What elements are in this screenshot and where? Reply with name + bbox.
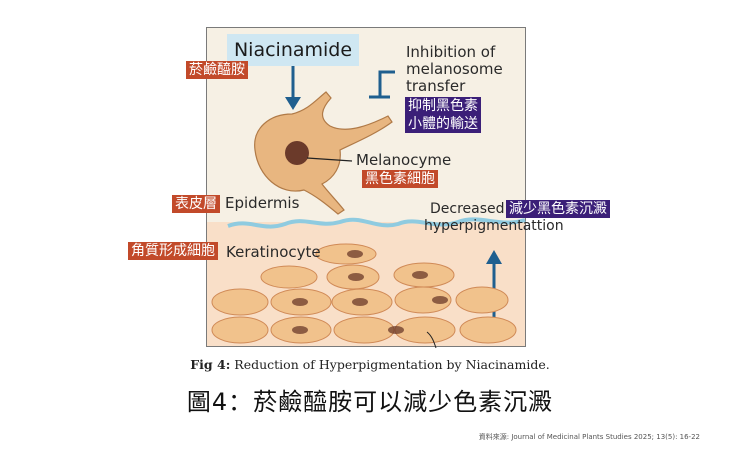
- inhibition-zh-label: 抑制黑色素 小體的輸送: [405, 97, 481, 133]
- melanocyte-nucleus: [285, 141, 309, 165]
- source-note: 資料來源: Journal of Medicinal Plants Studie…: [478, 433, 700, 441]
- inhibition-icon: [369, 70, 395, 99]
- niacinamide-box: Niacinamide: [227, 34, 359, 66]
- epidermis-line: [227, 217, 526, 229]
- melanocyte-zh-label: 黑色素細胞: [362, 170, 438, 188]
- keratinocyte-label: Keratinocyte: [226, 243, 321, 261]
- niacinamide-zh-label: 菸鹼醯胺: [186, 61, 248, 79]
- keratinocyte-zh-label: 角質形成細胞: [128, 242, 218, 260]
- keratinocyte-nucleus: [347, 250, 363, 258]
- keratinocyte-cell: [211, 288, 269, 316]
- keratinocyte-cell: [333, 316, 395, 344]
- figure-caption: Fig 4: Reduction of Hyperpigmentation by…: [0, 357, 740, 372]
- inhibition-line-1: Inhibition of: [406, 43, 496, 61]
- caption-text: Reduction of Hyperpigmentation by Niacin…: [230, 357, 550, 372]
- keratinocyte-nucleus: [412, 271, 428, 279]
- inhibition-zh-line-2: 小體的輸送: [408, 116, 478, 132]
- inhibition-label: Inhibition of melanosome transfer: [406, 44, 503, 95]
- keratinocyte-cell: [315, 243, 377, 265]
- melanocyte-pointer: [306, 157, 353, 162]
- keratinocyte-cell: [211, 316, 269, 344]
- caption-label: Fig 4:: [190, 357, 231, 372]
- decreased-line-1: Decreased: [430, 201, 505, 217]
- melanocyte-label: Melanocyme: [356, 151, 452, 169]
- keratinocyte-nucleus: [292, 326, 308, 334]
- keratinocyte-nucleus: [292, 298, 308, 306]
- epidermis-zh-label: 表皮層: [172, 195, 220, 213]
- melanocyte-cell: [254, 91, 393, 215]
- inhibition-zh-line-1: 抑制黑色素: [408, 98, 478, 114]
- decreased-zh-label: 減少黑色素沉澱: [506, 200, 610, 218]
- keratinocyte-nucleus: [348, 273, 364, 281]
- niacinamide-label: Niacinamide: [233, 39, 353, 61]
- inhibition-line-3: transfer: [406, 77, 466, 95]
- keratinocyte-cell: [459, 316, 517, 344]
- page-title: 圖4：菸鹼醯胺可以減少色素沉澱: [186, 388, 554, 416]
- inhibition-line-2: melanosome: [406, 60, 503, 78]
- keratinocyte-cell: [455, 286, 509, 314]
- arrow-down-icon: [285, 66, 301, 110]
- keratinocyte-nucleus: [388, 326, 404, 334]
- keratinocyte-cell: [394, 286, 452, 314]
- keratinocyte-cell: [260, 265, 318, 289]
- epidermis-label: Epidermis: [225, 194, 300, 212]
- keratinocyte-cells: [211, 243, 517, 344]
- keratinocyte-nucleus: [432, 296, 448, 304]
- keratinocyte-pointer: [426, 331, 437, 349]
- decreased-label: Decreased hyperpigmentattion: [424, 201, 564, 235]
- keratinocyte-nucleus: [352, 298, 368, 306]
- decreased-line-2: hyperpigmentattion: [424, 218, 564, 234]
